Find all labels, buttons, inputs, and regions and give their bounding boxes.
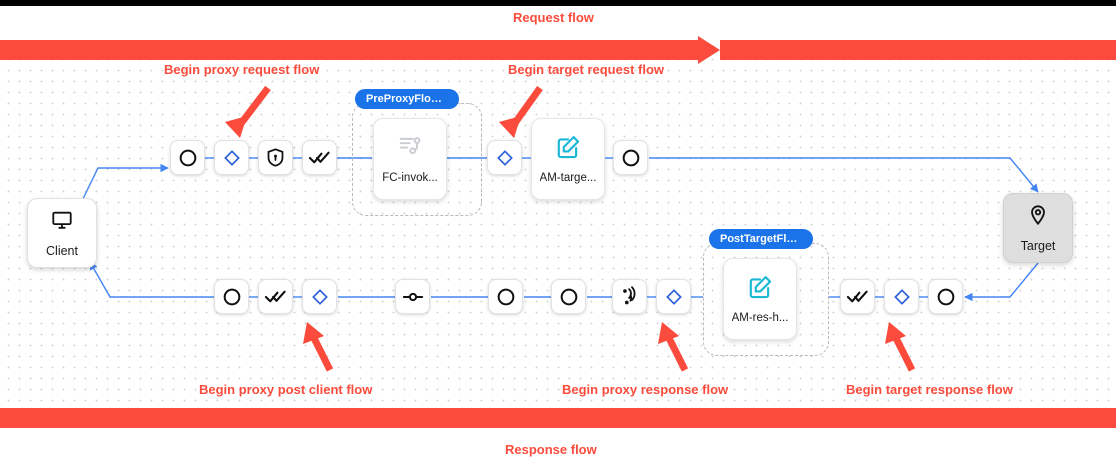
request-flow-bar-tail: [720, 40, 1116, 60]
edit-square-icon: [747, 274, 773, 305]
flow-callout-icon: [397, 134, 423, 165]
diamond-icon: [664, 287, 684, 307]
circle-icon: [177, 147, 199, 169]
response-flow-bar-body: [0, 408, 1116, 428]
step-res-post-client[interactable]: [302, 279, 337, 314]
response-flow-label: Response flow: [505, 442, 597, 457]
annotation-label-begin-target-request-flow: Begin target request flow: [508, 62, 665, 77]
step-res-target-check[interactable]: [840, 279, 875, 314]
diamond-icon: [310, 287, 330, 307]
broadcast-icon: [619, 285, 641, 308]
top-black-strip: [0, 0, 1116, 6]
annotation-label-begin-proxy-post-client-flow: Begin proxy post client flow: [199, 382, 373, 397]
step-res-fuse[interactable]: [395, 279, 430, 314]
step-req-check[interactable]: [302, 140, 337, 175]
annotation-label-begin-proxy-response-flow: Begin proxy response flow: [562, 382, 729, 397]
policy-am-target-label: AM-targe...: [539, 172, 597, 184]
policy-fc-invoke-label: FC-invok...: [382, 172, 438, 184]
circle-icon: [935, 286, 957, 308]
circle-icon: [221, 286, 243, 308]
policy-fc-invoke[interactable]: FC-invok...: [373, 118, 452, 207]
step-res-signal[interactable]: [612, 279, 647, 314]
step-req-flow-1[interactable]: [214, 140, 249, 175]
circle-icon: [620, 147, 642, 169]
request-flow-bar: [0, 36, 1116, 64]
annotation-label-begin-target-response-flow: Begin target response flow: [846, 382, 1013, 397]
circle-icon: [495, 286, 517, 308]
group-chip-pre-proxy-flow-hook[interactable]: PreProxyFlowH...: [355, 89, 459, 109]
shield-lock-icon: [265, 147, 286, 168]
diamond-icon: [892, 287, 912, 307]
target-node[interactable]: Target: [1003, 193, 1073, 263]
response-flow-bar: [0, 408, 1116, 428]
step-res-proxy-flow[interactable]: [656, 279, 691, 314]
double-check-icon: [846, 285, 869, 308]
diamond-icon: [495, 148, 515, 168]
target-node-label: Target: [1020, 238, 1056, 253]
step-res-target-flow[interactable]: [884, 279, 919, 314]
location-pin-icon: [1027, 204, 1049, 231]
step-res-mid-a[interactable]: [488, 279, 523, 314]
step-res-check[interactable]: [258, 279, 293, 314]
node-line-icon: [402, 286, 424, 308]
step-req-start[interactable]: [170, 140, 205, 175]
policy-am-target[interactable]: AM-targe...: [531, 118, 610, 207]
client-node[interactable]: Client: [27, 198, 97, 268]
step-res-target-end[interactable]: [928, 279, 963, 314]
step-res-mid-b[interactable]: [551, 279, 586, 314]
circle-icon: [558, 286, 580, 308]
client-node-label: Client: [46, 243, 78, 258]
edit-square-icon: [555, 134, 581, 165]
step-req-security[interactable]: [258, 140, 293, 175]
policy-am-res-h-label: AM-res-h...: [731, 312, 789, 324]
dotted-grid-background: [0, 50, 1116, 405]
group-chip-post-target-flow-hook[interactable]: PostTargetFlow...: [709, 229, 813, 249]
step-req-target-flow[interactable]: [487, 140, 522, 175]
annotation-label-begin-proxy-request-flow: Begin proxy request flow: [164, 62, 320, 77]
double-check-icon: [308, 146, 331, 169]
double-check-icon: [264, 285, 287, 308]
policy-am-res-h[interactable]: AM-res-h...: [723, 258, 802, 347]
step-res-start[interactable]: [214, 279, 249, 314]
request-flow-label: Request flow: [513, 10, 594, 25]
diamond-icon: [222, 148, 242, 168]
request-flow-arrowhead: [698, 36, 720, 64]
request-flow-bar-body: [0, 40, 698, 60]
step-req-end[interactable]: [613, 140, 648, 175]
monitor-icon: [51, 209, 73, 236]
